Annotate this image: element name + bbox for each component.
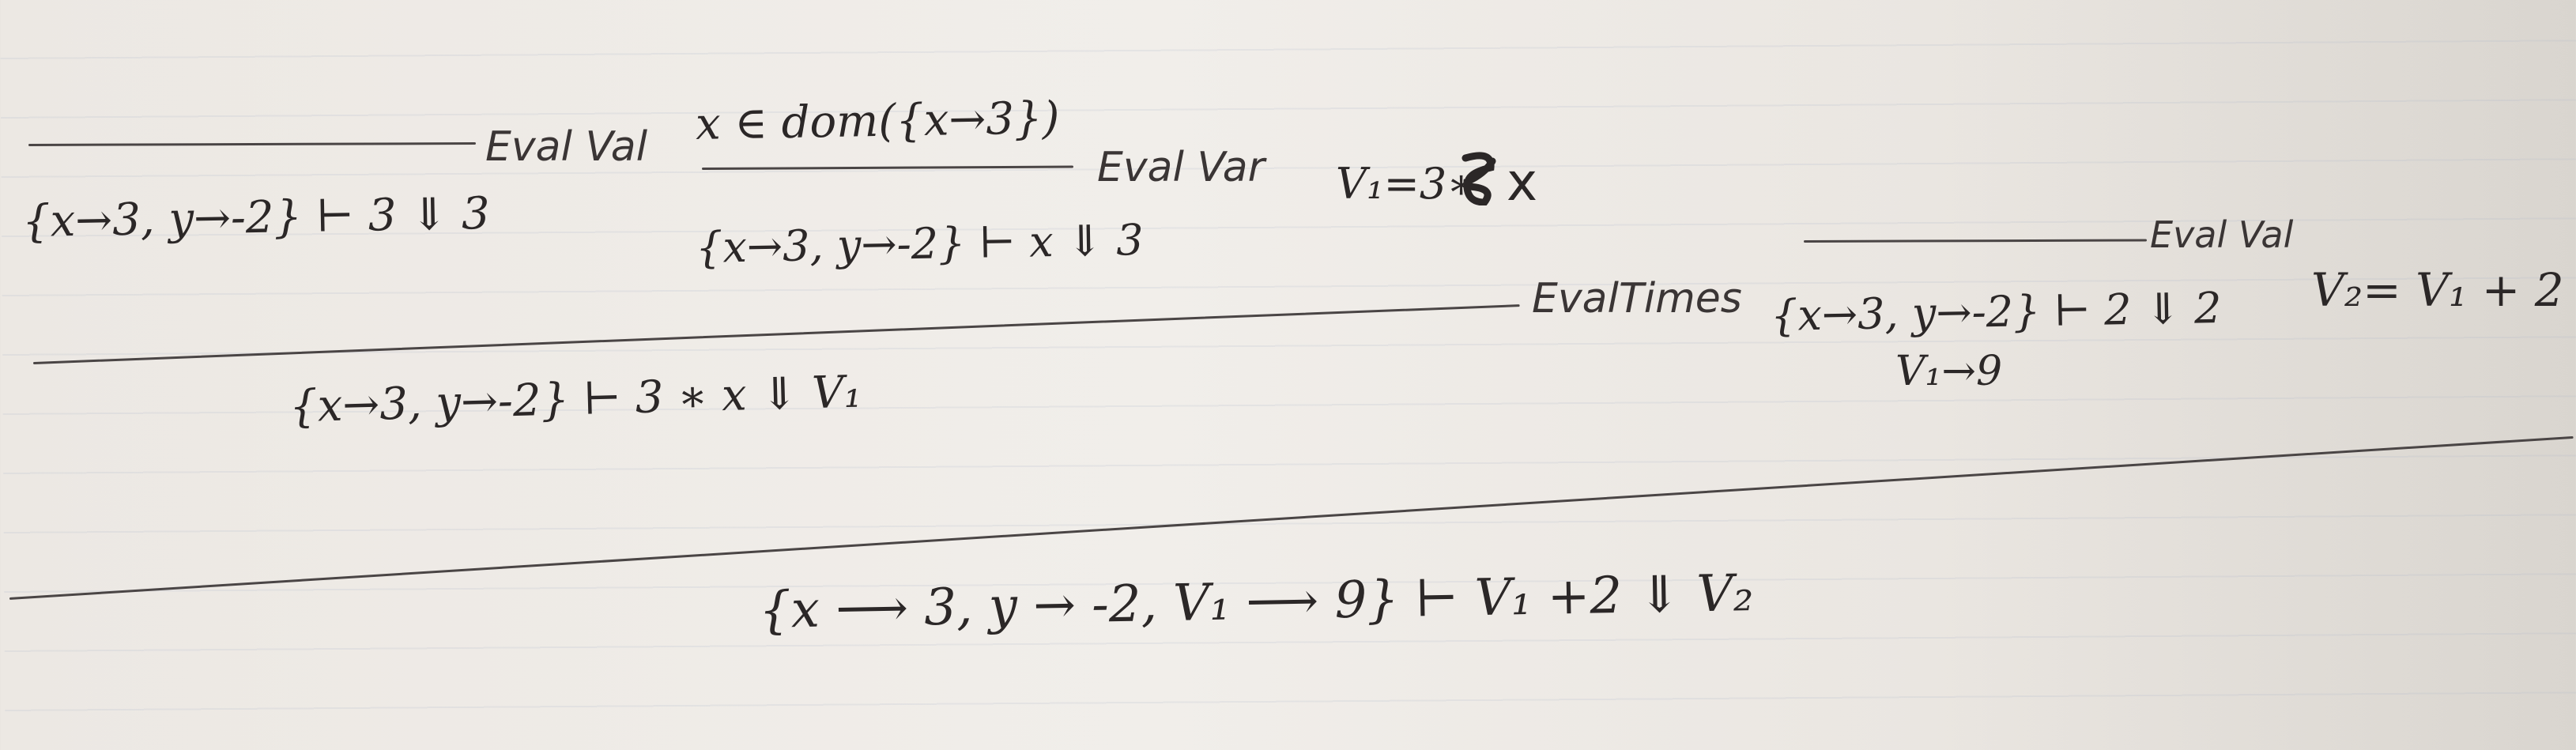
rule-label-eval-var: Eval Var (1097, 144, 1265, 191)
note-v1-maps-to-9: V₁→9 (1895, 348, 2003, 395)
conclusion-eval-val-1: {x→3, y→-2} ⊢ 3 ⇓ 3 (21, 187, 491, 248)
side-note-x: x (1507, 152, 1538, 213)
conclusion-eval-var: {x→3, y→-2} ⊢ x ⇓ 3 (695, 215, 1145, 273)
rule-label-eval-val-1: Eval Val (485, 123, 648, 171)
scribble-mark (1461, 152, 1496, 205)
premise-eval-var: x ∈ dom({x→3}) (695, 92, 1060, 151)
rule-label-eval-times: EvalTimes (1532, 275, 1742, 322)
rule-label-eval-val-2: Eval Val (2150, 213, 2294, 256)
conclusion-eval-val-2: {x→3, y→-2} ⊢ 2 ⇓ 2 (1770, 283, 2223, 341)
side-note-v1: V₁=3∗ (1336, 159, 1476, 209)
note-v2-definition: V₂= V₁ + 2 (2311, 263, 2564, 317)
